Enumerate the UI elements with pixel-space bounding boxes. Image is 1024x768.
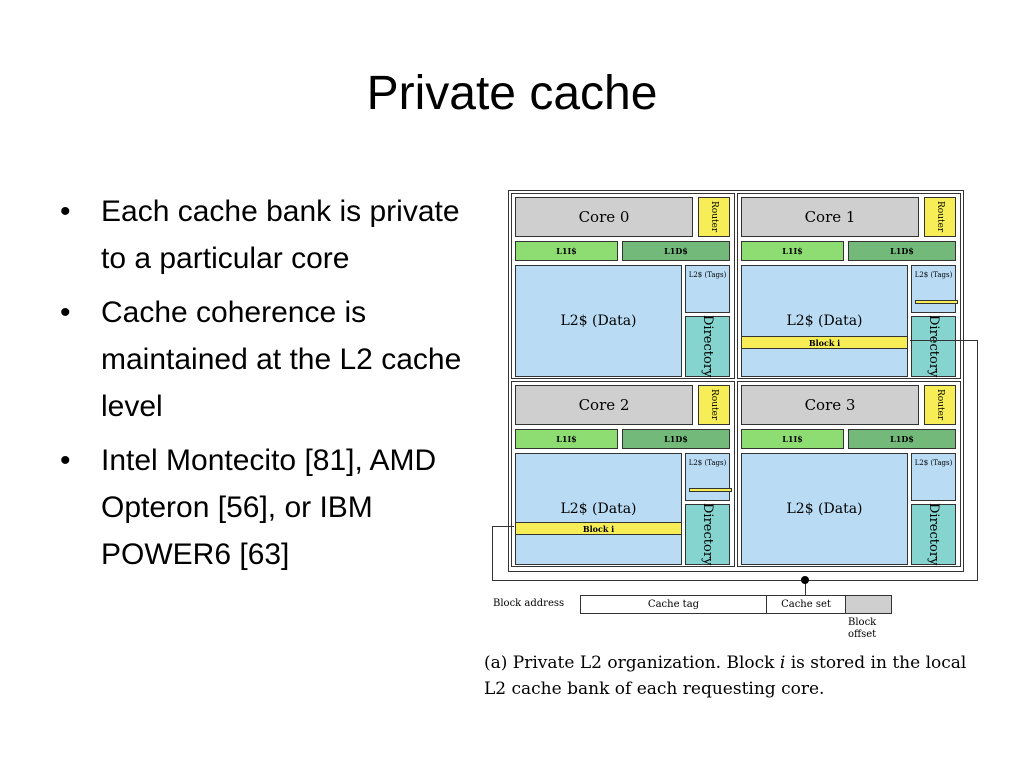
l1i-cache-2: L1I$ <box>515 429 618 449</box>
l1i-cache-0: L1I$ <box>515 241 618 261</box>
bullet-text: Cache coherence is maintained at the L2 … <box>101 296 462 423</box>
block-i-core-2: Block i <box>515 522 682 535</box>
l1i-cache-3: L1I$ <box>741 429 844 449</box>
bullet-item: • Each cache bank is private to a particu… <box>60 188 470 282</box>
directory-3: Directory <box>911 503 956 566</box>
router-2: Router <box>698 385 730 425</box>
slide-title: Private cache <box>366 67 658 120</box>
l2-data-1: L2$ (Data) <box>741 265 908 377</box>
l1d-cache-3: L1D$ <box>848 429 956 449</box>
block-address-label: Block address <box>493 598 565 609</box>
l1d-cache-2: L1D$ <box>622 429 730 449</box>
l1d-cache-1: L1D$ <box>848 241 956 261</box>
core-2-block: Core 2 <box>515 385 693 425</box>
tag-entry-1 <box>915 300 958 304</box>
l2-tags-1-label: L2$ (Tags) <box>914 271 953 279</box>
router-1: Router <box>924 197 956 237</box>
bullet-text: Intel Montecito [81], AMD Opteron [56], … <box>101 444 437 571</box>
wire-block-i-core-2 <box>492 526 514 527</box>
bullet-item: • Cache coherence is maintained at the L2… <box>60 289 470 430</box>
directory-2: Directory <box>685 503 730 566</box>
router-0: Router <box>698 197 730 237</box>
core-1-block: Core 1 <box>741 197 919 237</box>
l2-tags-1: L2$ (Tags) <box>911 265 958 313</box>
bullet-list: • Each cache bank is private to a particu… <box>60 188 470 585</box>
wire-to-cache-set <box>805 580 806 596</box>
tag-entry-2 <box>689 488 732 492</box>
directory-1: Directory <box>911 315 956 378</box>
caption-text-2: is stored in the local L2 cache bank of … <box>484 653 967 699</box>
bullet-item: • Intel Montecito [81], AMD Opteron [56],… <box>60 437 470 578</box>
l2-data-2: L2$ (Data) <box>515 453 682 565</box>
wire-left-vertical <box>492 526 493 580</box>
l2-data-1-label: L2$ (Data) <box>786 313 863 329</box>
l2-data-2-label: L2$ (Data) <box>560 501 637 517</box>
wire-right-vertical <box>977 340 978 581</box>
l1i-cache-1: L1I$ <box>741 241 844 261</box>
l2-tags-3: L2$ (Tags) <box>911 453 956 501</box>
bullet-text: Each cache bank is private to a particul… <box>101 195 460 275</box>
figure-caption: (a) Private L2 organization. Block i is … <box>484 650 984 702</box>
l2-data-0: L2$ (Data) <box>515 265 682 377</box>
bullet-dot-icon: • <box>60 195 71 228</box>
tile-core-2: Core 2 Router L1I$ L1D$ L2$ (Data) Block… <box>511 381 735 567</box>
junction-dot-icon <box>801 576 809 584</box>
bullet-dot-icon: • <box>60 296 71 329</box>
l1d-cache-0: L1D$ <box>622 241 730 261</box>
directory-0: Directory <box>685 315 730 378</box>
l2-tags-2-label: L2$ (Tags) <box>688 459 727 467</box>
caption-italic-i: i <box>779 653 786 673</box>
block-offset-label: Block offset <box>848 617 877 640</box>
wire-bottom-bus <box>492 580 978 581</box>
private-l2-diagram: Core 0 Router L1I$ L1D$ L2$ (Data) L2$ (… <box>508 190 964 572</box>
wire-block-i-core-1 <box>910 340 978 341</box>
router-3: Router <box>924 385 956 425</box>
bullet-dot-icon: • <box>60 444 71 477</box>
tile-core-3: Core 3 Router L1I$ L1D$ L2$ (Data) L2$ (… <box>737 381 961 567</box>
block-offset-field <box>845 595 892 614</box>
core-3-block: Core 3 <box>741 385 919 425</box>
block-i-core-1: Block i <box>741 336 908 349</box>
core-0-block: Core 0 <box>515 197 693 237</box>
cache-set-field: Cache set <box>766 595 846 614</box>
tile-core-0: Core 0 Router L1I$ L1D$ L2$ (Data) L2$ (… <box>511 193 735 379</box>
l2-tags-2: L2$ (Tags) <box>685 453 732 501</box>
tile-core-1: Core 1 Router L1I$ L1D$ L2$ (Data) Block… <box>737 193 961 379</box>
caption-text-1: (a) Private L2 organization. Block <box>484 653 780 673</box>
l2-tags-0: L2$ (Tags) <box>685 265 730 313</box>
cache-tag-field: Cache tag <box>580 595 767 614</box>
l2-data-3: L2$ (Data) <box>741 453 908 565</box>
